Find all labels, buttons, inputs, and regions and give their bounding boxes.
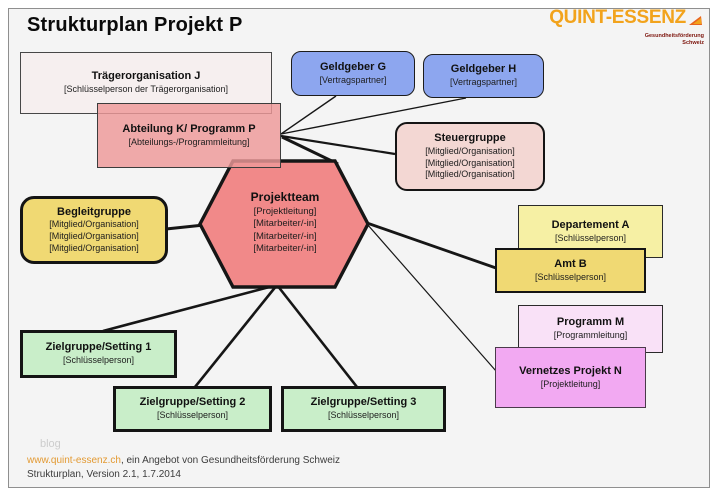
node-title: Zielgruppe/Setting 1 bbox=[45, 341, 152, 354]
footer-attribution: www.quint-essenz.ch, ein Angebot von Ges… bbox=[27, 455, 340, 466]
node-title: Steuergruppe bbox=[434, 132, 506, 145]
brand-tagline-line2: Schweiz bbox=[682, 39, 704, 46]
node-title: Zielgruppe/Setting 3 bbox=[310, 396, 417, 409]
node-title: Projektteam bbox=[250, 190, 320, 204]
node-zielgruppe-2: Zielgruppe/Setting 2 [Schlüsselperson] bbox=[113, 386, 272, 432]
node-role: [Schlüsselperson der Trägerorganisation] bbox=[63, 84, 229, 95]
node-role: [Mitglied/Organisation] bbox=[49, 242, 139, 253]
node-title: Abteilung K/ Programm P bbox=[122, 122, 256, 135]
node-begleitgruppe: Begleitgruppe [Mitglied/Organisation] [M… bbox=[20, 196, 168, 264]
node-programm-m: Programm M [Programmleitung] bbox=[518, 305, 663, 353]
node-role: [Mitglied/Organisation] bbox=[425, 145, 515, 156]
node-role: [Mitglied/Organisation] bbox=[49, 231, 139, 242]
node-role: [Projektleitung] bbox=[540, 378, 601, 389]
node-zielgruppe-1: Zielgruppe/Setting 1 [Schlüsselperson] bbox=[20, 330, 177, 378]
blog-link[interactable]: blog bbox=[40, 438, 61, 450]
node-role: [Mitarbeiter/-in] bbox=[253, 218, 317, 230]
footer-attribution-text: , ein Angebot von Gesundheitsförderung S… bbox=[120, 455, 340, 466]
node-role: [Mitglied/Organisation] bbox=[425, 157, 515, 168]
node-title: Trägerorganisation J bbox=[91, 70, 201, 83]
node-role: [Schlüsselperson] bbox=[156, 410, 229, 421]
node-role: [Mitglied/Organisation] bbox=[49, 219, 139, 230]
node-projektteam: Projektteam [Projektleitung] [Mitarbeite… bbox=[202, 190, 368, 256]
logo-arrow-icon bbox=[688, 14, 704, 32]
node-steuergruppe: Steuergruppe [Mitglied/Organisation] [Mi… bbox=[395, 122, 545, 191]
footer-version: Strukturplan, Version 2.1, 1.7.2014 bbox=[27, 469, 181, 480]
node-title: Amt B bbox=[554, 257, 587, 270]
node-role: [Schlüsselperson] bbox=[327, 410, 400, 421]
node-role: [Mitglied/Organisation] bbox=[425, 169, 515, 180]
brand-tagline-line1: Gesundheitsförderung bbox=[644, 33, 704, 39]
node-role: [Schlüsselperson] bbox=[534, 271, 607, 282]
node-title: Zielgruppe/Setting 2 bbox=[139, 396, 246, 409]
node-amt-b: Amt B [Schlüsselperson] bbox=[495, 248, 646, 293]
node-title: Departement A bbox=[551, 218, 630, 231]
node-role: [Projektleitung] bbox=[253, 205, 317, 217]
node-role: [Vertragspartner] bbox=[449, 77, 518, 88]
node-geldgeber-g: Geldgeber G [Vertragspartner] bbox=[291, 51, 415, 96]
node-role: [Mitarbeiter/-in] bbox=[253, 243, 317, 255]
node-zielgruppe-3: Zielgruppe/Setting 3 [Schlüsselperson] bbox=[281, 386, 446, 432]
node-vernetztes-projekt-n: Vernetzes Projekt N [Projektleitung] bbox=[495, 347, 646, 408]
node-title: Geldgeber H bbox=[450, 63, 517, 76]
node-role: [Vertragspartner] bbox=[319, 74, 387, 85]
node-abteilung: Abteilung K/ Programm P [Abteilungs-/Pro… bbox=[97, 103, 281, 168]
node-role: [Mitarbeiter/-in] bbox=[253, 230, 317, 242]
node-role: [Schlüsselperson] bbox=[62, 355, 135, 366]
page-title: Strukturplan Projekt P bbox=[27, 14, 243, 36]
brand-wordmark: QUINT-ESSENZ bbox=[549, 7, 686, 28]
node-title: Begleitgruppe bbox=[57, 205, 131, 218]
node-role: [Programmleitung] bbox=[553, 330, 628, 341]
projektteam-hexagon bbox=[198, 159, 370, 289]
node-role: [Schlüsselperson] bbox=[554, 232, 627, 243]
node-role: [Abteilungs-/Programmleitung] bbox=[128, 136, 250, 147]
quint-essenz-link[interactable]: www.quint-essenz.ch bbox=[27, 455, 121, 466]
node-title: Vernetzes Projekt N bbox=[519, 364, 622, 377]
brand-logo[interactable]: QUINT-ESSENZ Gesundheitsförderung Schwei… bbox=[549, 8, 704, 46]
node-title: Programm M bbox=[556, 316, 625, 329]
node-geldgeber-h: Geldgeber H [Vertragspartner] bbox=[423, 54, 544, 98]
node-title: Geldgeber G bbox=[319, 60, 387, 73]
